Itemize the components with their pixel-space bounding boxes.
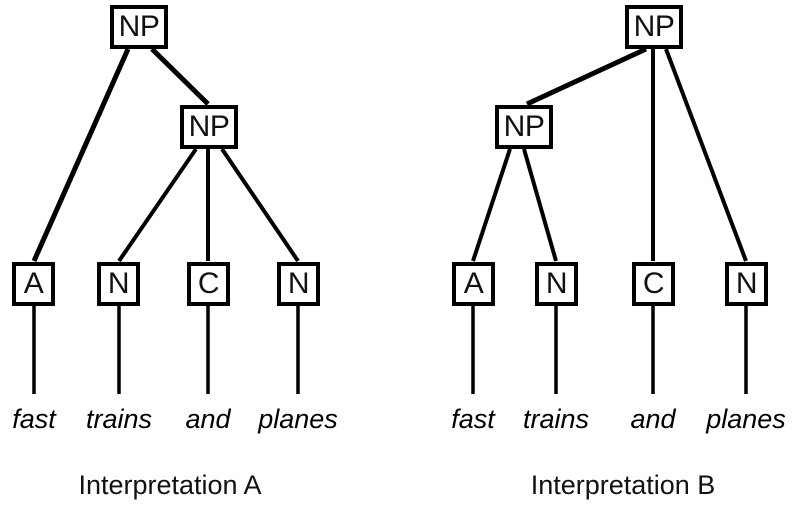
tree-node-label: N (107, 267, 130, 300)
tree-node-label: C (642, 267, 665, 300)
tree-node-b-cat-c: C (632, 262, 675, 306)
tree-node-b-inner-np: NP (495, 105, 553, 149)
tree-node-b-cat-a: A (452, 262, 495, 306)
tree-word-trains: trains (85, 404, 153, 434)
tree-caption-interpretation-b: Interpretation B (530, 470, 716, 500)
tree-node-a-root-np: NP (110, 5, 168, 49)
tree-edge-b-root-np-to-b-inner-np (525, 46, 648, 107)
tree-node-label: NP (118, 10, 160, 43)
tree-node-label: A (23, 267, 44, 300)
tree-word-fast: fast (451, 404, 495, 434)
tree-node-label: N (287, 267, 310, 300)
tree-node-b-cat-n1: N (535, 262, 578, 306)
tree-edge-a-root-np-to-a-cat-a (31, 47, 131, 263)
tree-node-label: N (545, 267, 568, 300)
tree-word-planes: planes (258, 404, 338, 434)
tree-node-label: C (197, 267, 220, 300)
tree-edge-b-inner-np-to-b-cat-n1 (522, 148, 558, 262)
tree-node-a-cat-c: C (187, 262, 230, 306)
tree-node-label: A (463, 267, 484, 300)
tree-caption-interpretation-a: Interpretation A (78, 470, 262, 500)
tree-node-a-inner-np: NP (180, 105, 238, 149)
tree-node-a-cat-n2: N (277, 262, 320, 306)
tree-edge-a-inner-np-to-a-cat-n2 (220, 147, 300, 263)
tree-word-fast: fast (12, 404, 56, 434)
tree-word-planes: planes (706, 404, 786, 434)
tree-node-label: NP (633, 10, 675, 43)
tree-node-b-cat-n2: N (725, 262, 768, 306)
tree-node-a-cat-n1: N (97, 262, 140, 306)
tree-edge-b-inner-np-to-b-cat-a (471, 148, 512, 262)
tree-node-b-root-np: NP (625, 5, 683, 49)
tree-node-label: NP (503, 110, 545, 143)
tree-word-trains: trains (522, 404, 590, 434)
tree-edge-a-inner-np-to-a-cat-n1 (117, 147, 198, 263)
tree-node-label: NP (188, 110, 230, 143)
tree-edge-b-root-np-to-b-cat-n2 (664, 48, 748, 262)
tree-word-and: and (185, 404, 231, 434)
tree-node-label: N (735, 267, 758, 300)
tree-word-and: and (630, 404, 676, 434)
tree-node-a-cat-a: A (12, 262, 55, 306)
tree-edge-a-root-np-to-a-inner-np (150, 47, 210, 106)
